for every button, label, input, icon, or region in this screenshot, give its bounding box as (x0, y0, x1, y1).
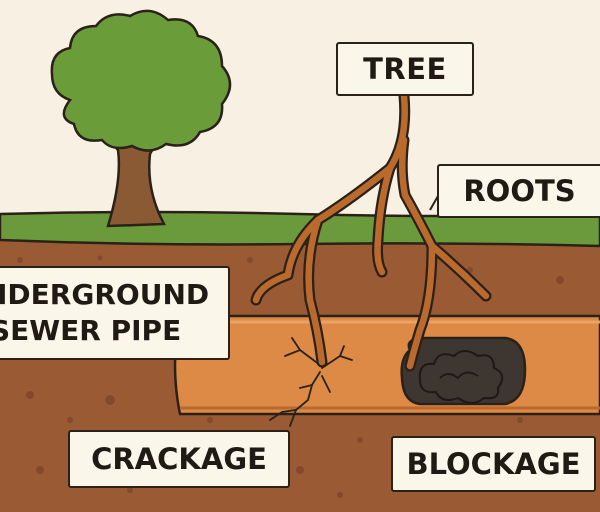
blockage-label: BLOCKAGE (391, 436, 596, 492)
pipe-label-line-1: NDERGROUND (0, 278, 210, 311)
tree-roots (250, 90, 492, 372)
crackage-label: CRACKAGE (68, 430, 290, 488)
sewer-pipe (173, 314, 600, 416)
pipe-label-line-2: SEWER PIPE (0, 314, 182, 347)
tree-illustration (50, 9, 232, 228)
underground-sewer-pipe-label: NDERGROUND SEWER PIPE (0, 266, 230, 360)
tree-label: TREE (336, 42, 474, 96)
crack-lines (269, 337, 353, 427)
roots-label: ROOTS (437, 164, 600, 218)
roots-pointer (429, 195, 439, 211)
